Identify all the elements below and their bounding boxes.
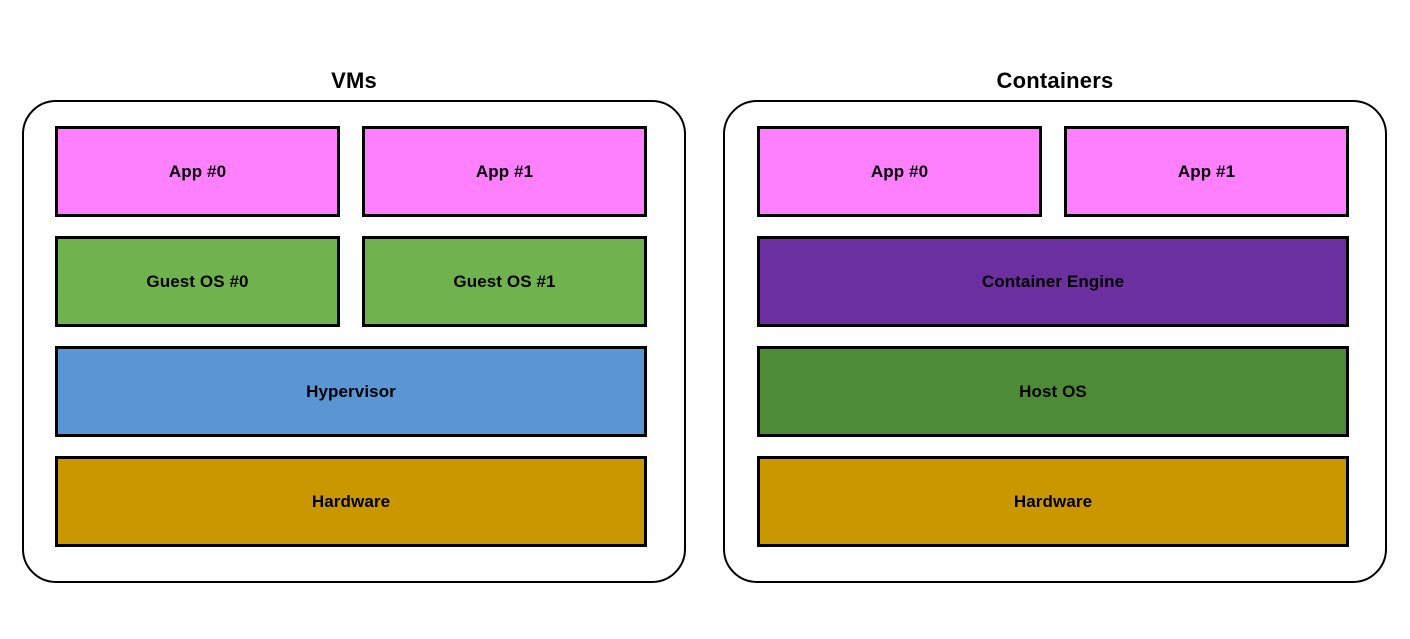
panel-title-vms: VMs (331, 68, 377, 93)
layer-label-vms-hardware: Hardware (311, 491, 391, 511)
layer-label-containers-container-engine: Container Engine (981, 271, 1125, 291)
layer-label-containers-hardware: Hardware (1013, 491, 1093, 511)
layer-box-vms-hypervisor: Hypervisor (55, 346, 647, 437)
layer-label-vms-guest-os-1: Guest OS #1 (453, 271, 556, 291)
layer-label-vms-app-1: App #1 (475, 161, 534, 181)
layer-label-containers-app-0: App #0 (870, 161, 929, 181)
layer-box-containers-host-os: Host OS (757, 346, 1349, 437)
layer-box-vms-guest-os-0: Guest OS #0 (55, 236, 340, 327)
layer-box-vms-guest-os-1: Guest OS #1 (362, 236, 647, 327)
panel-title-containers: Containers (996, 68, 1114, 93)
layer-label-containers-host-os: Host OS (1019, 381, 1087, 401)
layer-box-containers-app-0: App #0 (757, 126, 1042, 217)
layer-label-vms-hypervisor: Hypervisor (306, 381, 396, 401)
layer-box-vms-app-0: App #0 (55, 126, 340, 217)
layer-label-vms-guest-os-0: Guest OS #0 (146, 271, 249, 291)
layer-box-containers-hardware: Hardware (757, 456, 1349, 547)
layer-box-containers-container-engine: Container Engine (757, 236, 1349, 327)
layer-label-vms-app-0: App #0 (168, 161, 227, 181)
layer-box-vms-hardware: Hardware (55, 456, 647, 547)
layer-box-containers-app-1: App #1 (1064, 126, 1349, 217)
layer-box-vms-app-1: App #1 (362, 126, 647, 217)
layer-label-containers-app-1: App #1 (1177, 161, 1236, 181)
